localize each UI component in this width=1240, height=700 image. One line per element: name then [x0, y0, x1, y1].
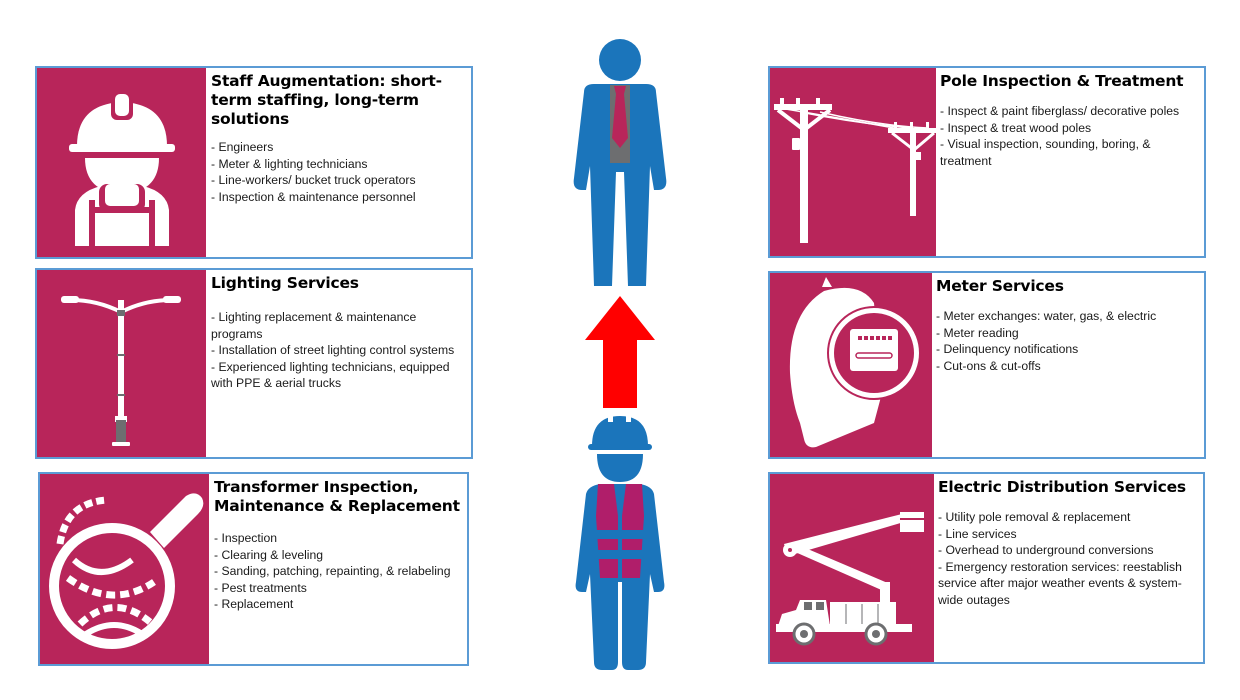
card-meter-services: Meter Services Meter exchanges: water, g… [768, 271, 1206, 459]
list-item: Experienced lighting technicians, equipp… [211, 359, 467, 392]
street-light-icon [61, 296, 181, 446]
list-item: Utility pole removal & replacement [938, 509, 1199, 526]
list-item: Meter & lighting technicians [211, 156, 467, 173]
businessman-icon [573, 39, 667, 286]
list-item: Meter reading [936, 325, 1200, 342]
list-item: Line-workers/ bucket truck operators [211, 172, 467, 189]
card-list: Lighting replacement & maintenance progr… [211, 309, 467, 392]
card-icon-panel [37, 68, 206, 257]
bucket-truck-icon [776, 512, 924, 646]
list-item: Inspection & maintenance personnel [211, 189, 467, 206]
list-item: Line services [938, 526, 1199, 543]
card-title: Lighting Services [211, 274, 359, 292]
field-worker-icon [575, 414, 665, 670]
card-text: Pole Inspection & Treatment Inspect & pa… [940, 72, 1200, 169]
card-icon-panel [770, 273, 932, 457]
card-transformer: Transformer Inspection, Maintenance & Re… [38, 472, 469, 666]
card-staff-augmentation: Staff Augmentation: short-term staffing,… [35, 66, 473, 259]
card-list: Utility pole removal & replacement Line … [938, 509, 1199, 608]
card-list: Inspection Clearing & leveling Sanding, … [214, 530, 463, 613]
card-text: Electric Distribution Services Utility p… [938, 478, 1199, 608]
list-item: Pest treatments [214, 580, 463, 597]
card-list: Inspect & paint fiberglass/ decorative p… [940, 103, 1200, 169]
card-text: Meter Services Meter exchanges: water, g… [936, 277, 1200, 374]
card-pole-inspection: Pole Inspection & Treatment Inspect & pa… [768, 66, 1206, 258]
list-item: Meter exchanges: water, gas, & electric [936, 308, 1200, 325]
list-item: Emergency restoration services: reestabl… [938, 559, 1199, 609]
list-item: Replacement [214, 596, 463, 613]
card-icon-panel [37, 270, 206, 457]
card-title: Staff Augmentation: short-term staffing,… [211, 72, 442, 128]
utility-meter-icon [789, 277, 921, 448]
worker-hardhat-icon [69, 94, 175, 246]
card-icon-panel [40, 474, 209, 664]
list-item: Installation of street lighting control … [211, 342, 467, 359]
card-title: Electric Distribution Services [938, 478, 1186, 496]
card-list: Meter exchanges: water, gas, & electric … [936, 308, 1200, 374]
list-item: Cut-ons & cut-offs [936, 358, 1200, 375]
list-item: Visual inspection, sounding, boring, & t… [940, 136, 1200, 169]
card-text: Lighting Services Lighting replacement &… [211, 274, 467, 392]
list-item: Overhead to underground conversions [938, 542, 1199, 559]
card-title: Transformer Inspection, Maintenance & Re… [214, 478, 460, 515]
list-item: Engineers [211, 139, 467, 156]
card-list: Engineers Meter & lighting technicians L… [211, 139, 467, 205]
card-title: Pole Inspection & Treatment [940, 72, 1184, 90]
card-text: Transformer Inspection, Maintenance & Re… [214, 478, 463, 613]
list-item: Inspect & paint fiberglass/ decorative p… [940, 103, 1200, 120]
card-title: Meter Services [936, 277, 1064, 295]
list-item: Sanding, patching, repainting, & relabel… [214, 563, 463, 580]
list-item: Clearing & leveling [214, 547, 463, 564]
utility-poles-icon [774, 98, 936, 243]
arrow-up-icon [585, 296, 655, 408]
card-icon-panel [770, 68, 936, 256]
list-item: Inspect & treat wood poles [940, 120, 1200, 137]
list-item: Delinquency notifications [936, 341, 1200, 358]
card-electric-distribution: Electric Distribution Services Utility p… [768, 472, 1205, 664]
magnifier-gears-icon [49, 493, 204, 649]
card-lighting-services: Lighting Services Lighting replacement &… [35, 268, 473, 459]
list-item: Inspection [214, 530, 463, 547]
card-text: Staff Augmentation: short-term staffing,… [211, 72, 467, 205]
list-item: Lighting replacement & maintenance progr… [211, 309, 467, 342]
card-icon-panel [770, 474, 934, 662]
